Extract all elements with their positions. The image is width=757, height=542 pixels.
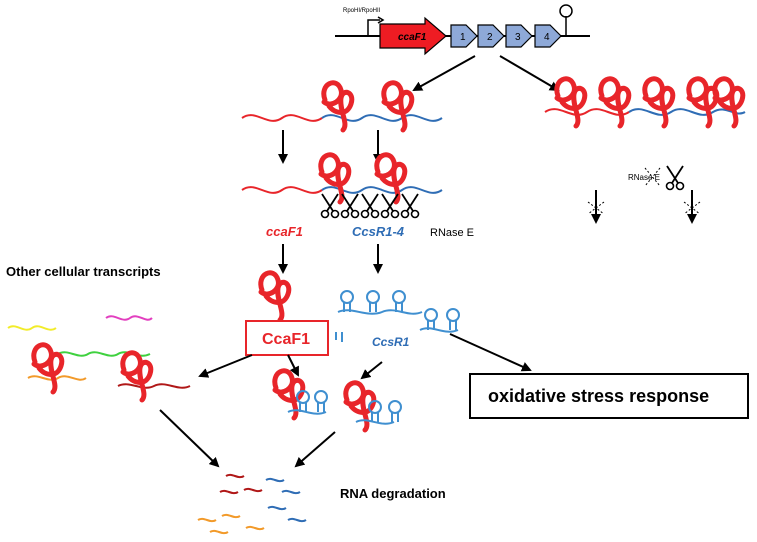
- ccsr-repeat-3: [505, 24, 533, 48]
- ccaf1-transcript-label: ccaF1: [266, 224, 303, 239]
- complex-ccaf1-ccsr-left: [275, 371, 328, 418]
- primary-transcript-bound: [241, 83, 443, 130]
- arrow-operon-left: [412, 55, 476, 91]
- ccsr1-4-label: CcsR1-4: [352, 224, 405, 239]
- ccsr1-label: CcsR1: [372, 335, 410, 349]
- ccsr-repeat-4: [534, 24, 562, 48]
- terminator-loop: [559, 4, 573, 18]
- oxidative-stress-box: [469, 373, 749, 419]
- repeat-label-3: 3: [515, 32, 521, 43]
- ccaf1-protein-box: [245, 320, 329, 356]
- ccsr-srnas: [335, 290, 460, 342]
- rna-degradation-label: RNA degradation: [340, 486, 446, 501]
- ccaf1-rbp: [261, 273, 289, 320]
- ccaf1-gene: [379, 16, 447, 56]
- arrow-right-to-degradation: [294, 431, 336, 468]
- transcript-being-cleaved: [241, 155, 443, 219]
- rnase-e-blocked: RNase E: [587, 165, 701, 224]
- oxidative-stress-label: oxidative stress response: [488, 386, 709, 406]
- bound-darkred-transcript: [117, 353, 191, 400]
- ccaf1-protein-label: CcaF1: [262, 331, 310, 348]
- arrow-operon-right: [499, 55, 560, 92]
- arrow-ccaf1-to-left: [198, 354, 253, 378]
- repeat-label-1: 1: [460, 32, 466, 43]
- degraded-fragments: [197, 473, 307, 535]
- repeat-label-2: 2: [487, 32, 493, 43]
- repeat-label-4: 4: [544, 32, 550, 43]
- transcript-fully-bound: [544, 79, 746, 126]
- transcript-magenta: [105, 315, 153, 321]
- ccsr-repeat-2: [477, 24, 505, 48]
- ccaf1-gene-label: ccaF1: [398, 32, 427, 43]
- arrow-ccsr-to-complex: [360, 361, 383, 380]
- bound-orange-transcript: [27, 345, 87, 392]
- transcript-yellow: [7, 325, 57, 331]
- arrow-ccaf1-to-complex: [287, 354, 299, 377]
- operon: RpoHI/RpoHII ccaF1 1 2 3 4: [335, 4, 590, 56]
- other-transcripts-label: Other cellular transcripts: [6, 264, 161, 279]
- complex-ccaf1-ccsr-right: [346, 383, 402, 430]
- promoter-label: RpoHI/RpoHII: [343, 8, 381, 14]
- ccsr-repeat-1: [450, 24, 478, 48]
- arrow-left-to-degradation: [159, 409, 220, 468]
- rnase-e-inactive-label: RNase E: [628, 173, 660, 182]
- arrow-ccsr-to-stress: [449, 333, 532, 372]
- rnase-e-label: RNase E: [430, 227, 474, 239]
